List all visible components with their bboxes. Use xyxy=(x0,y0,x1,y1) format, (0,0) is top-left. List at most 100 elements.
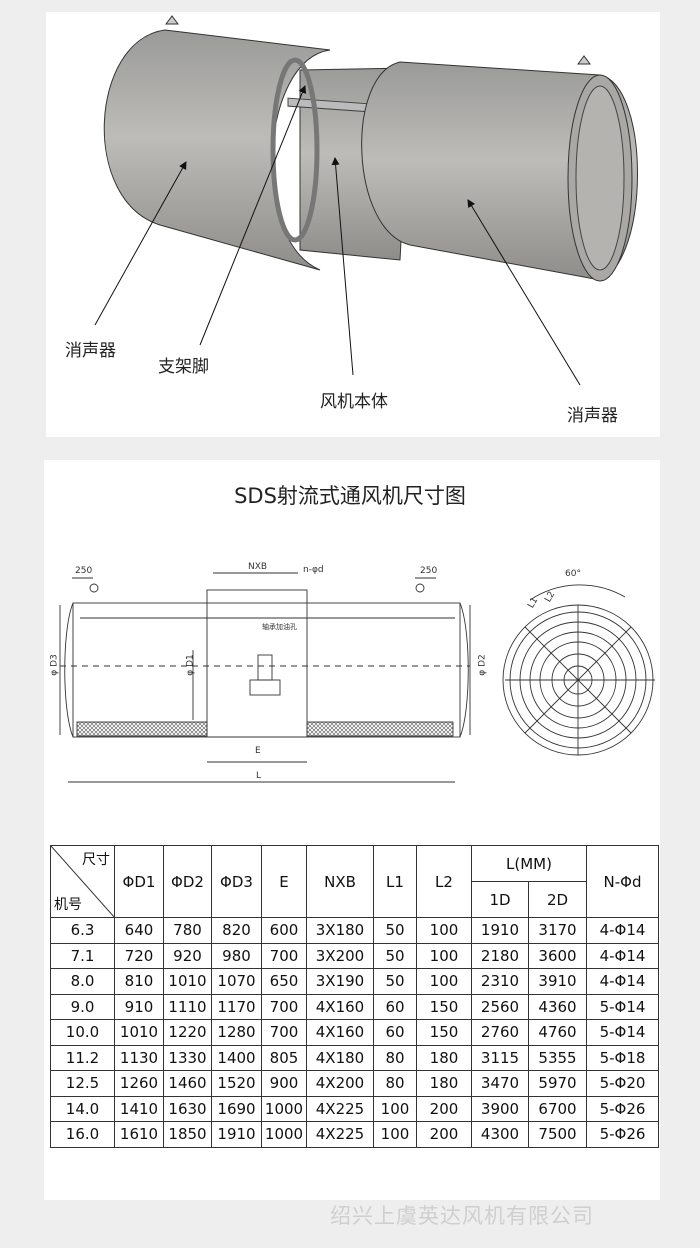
header-cell: ΦD1 xyxy=(114,845,164,918)
table-cell: 1070 xyxy=(211,968,262,995)
corner-header: 尺寸 机号 xyxy=(50,845,115,918)
table-cell: 1130 xyxy=(114,1044,164,1071)
header-cell: E xyxy=(261,845,307,918)
dim-d1: φ D1 xyxy=(185,654,196,676)
table-cell: 7.1 xyxy=(50,942,115,969)
table-cell: 9.0 xyxy=(50,993,115,1020)
table-cell: 3X190 xyxy=(306,968,374,995)
table-cell: 100 xyxy=(373,1121,417,1148)
table-cell: 5-Φ26 xyxy=(586,1095,659,1122)
dim-d2: φ D2 xyxy=(477,654,488,676)
table-cell: 1010 xyxy=(163,968,212,995)
table-cell: 5-Φ20 xyxy=(586,1070,659,1097)
table-cell: 2760 xyxy=(471,1019,529,1046)
table-cell: 10.0 xyxy=(50,1019,115,1046)
table-cell: 11.2 xyxy=(50,1044,115,1071)
table-cell: 1170 xyxy=(211,993,262,1020)
table-cell: 3910 xyxy=(528,968,587,995)
table-cell: 810 xyxy=(114,968,164,995)
table-cell: 1410 xyxy=(114,1095,164,1122)
table-cell: 1910 xyxy=(471,917,529,944)
table-cell: 4300 xyxy=(471,1121,529,1148)
table-cell: 4X160 xyxy=(306,993,374,1020)
table-subheader-row: 1D 2D xyxy=(51,881,659,918)
table-cell: 600 xyxy=(261,917,307,944)
table-cell: 8.0 xyxy=(50,968,115,995)
table-cell: 5-Φ26 xyxy=(586,1121,659,1148)
table-cell: 805 xyxy=(261,1044,307,1071)
callout-arrows xyxy=(94,85,581,386)
table-cell: 1260 xyxy=(114,1070,164,1097)
side-view-drawing xyxy=(59,572,471,783)
dim-right-250: 250 xyxy=(420,566,438,576)
table-cell: 1010 xyxy=(114,1019,164,1046)
table-cell: 5-Φ14 xyxy=(586,1019,659,1046)
table-cell: 50 xyxy=(373,942,417,969)
table-cell: 6700 xyxy=(528,1095,587,1122)
table-cell: 4760 xyxy=(528,1019,587,1046)
table-cell: 4360 xyxy=(528,993,587,1020)
dim-angle: 60° xyxy=(565,569,581,579)
table-cell: 920 xyxy=(163,942,212,969)
left-silencer xyxy=(103,29,331,271)
table-cell: 100 xyxy=(416,942,472,969)
table-cell: 150 xyxy=(416,993,472,1020)
table-cell: 720 xyxy=(114,942,164,969)
header-cell: L2 xyxy=(416,845,472,918)
label-silencer-left: 消声器 xyxy=(65,341,116,361)
table-cell: 1220 xyxy=(163,1019,212,1046)
table-cell: 5-Φ14 xyxy=(586,993,659,1020)
table-cell: 1330 xyxy=(163,1044,212,1071)
table-cell: 1910 xyxy=(211,1121,262,1148)
subheader-2d: 2D xyxy=(528,881,587,918)
dim-l: L xyxy=(256,771,262,781)
header-cell: NXB xyxy=(306,845,374,918)
table-cell: 910 xyxy=(114,993,164,1020)
table-cell: 200 xyxy=(416,1121,472,1148)
table-cell: 4-Φ14 xyxy=(586,968,659,995)
dim-e: E xyxy=(255,746,261,756)
table-cell: 4-Φ14 xyxy=(586,917,659,944)
table-cell: 180 xyxy=(416,1070,472,1097)
label-fan-body: 风机本体 xyxy=(320,392,388,412)
spec-table: 尺寸 机号 ΦD1 ΦD2 ΦD3 E NXB L1 L2 L(MM) N-Φd… xyxy=(50,845,659,1148)
table-cell: 80 xyxy=(373,1070,417,1097)
table-cell: 100 xyxy=(416,968,472,995)
table-cell: 3900 xyxy=(471,1095,529,1122)
table-cell: 820 xyxy=(211,917,262,944)
table-cell: 1850 xyxy=(163,1121,212,1148)
table-cell: 5355 xyxy=(528,1044,587,1071)
table-cell: 150 xyxy=(416,1019,472,1046)
dim-n-od: n-φd xyxy=(303,565,324,575)
table-cell: 1000 xyxy=(261,1095,307,1122)
table-cell: 1400 xyxy=(211,1044,262,1071)
table-cell: 980 xyxy=(211,942,262,969)
table-cell: 14.0 xyxy=(50,1095,115,1122)
table-cell: 4X180 xyxy=(306,1044,374,1071)
drawing-title: SDS射流式通风机尺寸图 xyxy=(234,484,466,508)
table-cell: 650 xyxy=(261,968,307,995)
watermark: 绍兴上虞英达风机有限公司 xyxy=(330,1204,594,1228)
subheader-1d: 1D xyxy=(471,881,529,918)
table-cell: 5970 xyxy=(528,1070,587,1097)
table-cell: 16.0 xyxy=(50,1121,115,1148)
table-cell: 1690 xyxy=(211,1095,262,1122)
table-cell: 7500 xyxy=(528,1121,587,1148)
dim-nxb: NXB xyxy=(248,562,268,572)
dim-left-250: 250 xyxy=(75,566,93,576)
table-cell: 6.3 xyxy=(50,917,115,944)
dim-d3: φ D3 xyxy=(49,654,60,676)
corner-size-label: 尺寸 xyxy=(82,852,110,868)
table-cell: 4X225 xyxy=(306,1095,374,1122)
table-cell: 60 xyxy=(373,1019,417,1046)
table-cell: 1630 xyxy=(163,1095,212,1122)
table-cell: 200 xyxy=(416,1095,472,1122)
table-cell: 50 xyxy=(373,917,417,944)
